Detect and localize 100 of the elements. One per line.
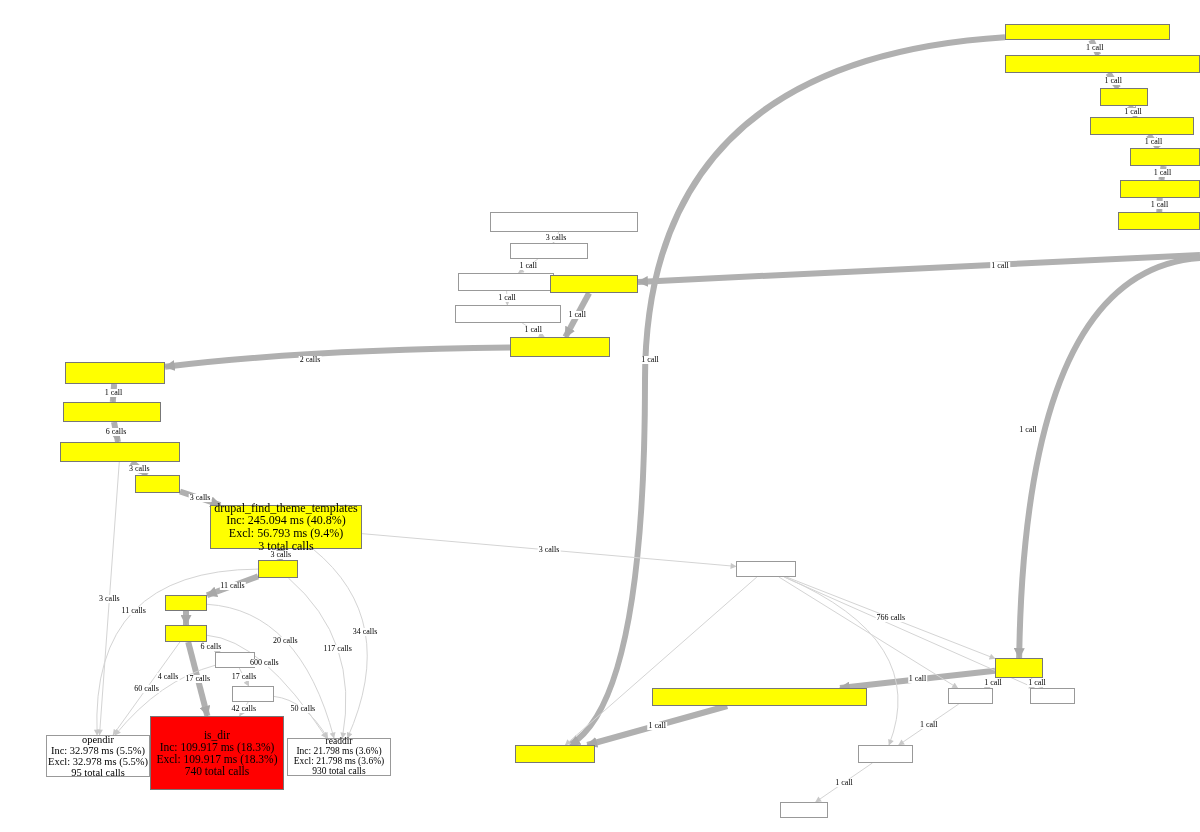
edge-label: 1 call xyxy=(1027,679,1047,687)
edge-label: 3 calls xyxy=(269,550,293,559)
call-stat: Inc: 245.094 ms (40.8%) xyxy=(226,514,346,527)
function-box xyxy=(135,475,180,493)
call-arrow xyxy=(636,252,1200,287)
call-stat: Inc: 32.978 ms (5.5%) xyxy=(50,745,146,756)
call-arrow xyxy=(163,344,511,372)
call-arrow xyxy=(112,641,181,736)
edge-label: 1 call xyxy=(983,679,1003,687)
call-stat: Excl: 56.793 ms (9.4%) xyxy=(228,527,344,540)
function-box xyxy=(458,273,554,291)
call-stat: Inc: 21.798 ms (3.6%) xyxy=(296,747,382,757)
function-box xyxy=(232,686,274,702)
function-name: drupal_find_theme_templates xyxy=(214,501,358,515)
edge-label: 117 calls xyxy=(322,645,353,653)
edge-label: 3 calls xyxy=(544,233,568,242)
function-box xyxy=(1005,55,1200,73)
edge-label: 1 call xyxy=(834,778,854,787)
function-box xyxy=(1118,212,1200,230)
function-box xyxy=(1100,88,1148,106)
edge-label: 11 calls xyxy=(120,607,147,615)
call-arrow xyxy=(180,611,192,627)
edge-label: 1 call xyxy=(647,721,667,730)
function-box xyxy=(165,625,207,642)
function-box xyxy=(258,560,298,578)
edge-label: 34 calls xyxy=(351,627,379,636)
edge-label: 1 call xyxy=(990,262,1010,270)
call-arrow xyxy=(784,576,899,746)
function-box xyxy=(1090,117,1194,135)
edge-label: 2 calls xyxy=(298,356,322,364)
edge-label: 4 calls xyxy=(156,673,180,681)
function-box xyxy=(510,243,588,259)
call-arrow xyxy=(312,548,368,739)
function-box xyxy=(515,745,595,763)
edge-label: 1 call xyxy=(523,326,543,334)
edge-label: 1 call xyxy=(1143,137,1164,146)
function-node xyxy=(150,716,284,790)
edge-label: 3 calls xyxy=(98,594,121,603)
function-name: readdir xyxy=(325,737,353,747)
edge-label: 766 calls xyxy=(875,613,907,622)
call-arrow xyxy=(96,461,120,736)
function-box xyxy=(995,658,1043,678)
call-arrow xyxy=(206,634,327,739)
function-box xyxy=(652,688,867,706)
function-box xyxy=(1120,180,1200,198)
call-arrow xyxy=(205,573,260,599)
call-arrow xyxy=(562,291,592,339)
function-box xyxy=(780,802,828,818)
function-node xyxy=(46,735,150,777)
edge-label: 1 call xyxy=(1103,76,1123,85)
edge-label: 1 call xyxy=(640,356,660,364)
call-arrow xyxy=(110,421,122,444)
function-box xyxy=(455,305,561,323)
edge-label: 1 call xyxy=(918,720,939,729)
call-arrow xyxy=(185,641,211,718)
edge-label: 1 call xyxy=(907,675,928,684)
edge-label: 1 call xyxy=(1149,201,1170,209)
function-name: is_dir xyxy=(203,728,231,741)
call-stat: 95 total calls xyxy=(71,767,125,779)
edge-label: 20 calls xyxy=(271,636,299,645)
edge-label: 6 calls xyxy=(199,643,223,651)
function-box xyxy=(1030,688,1075,704)
function-box xyxy=(1005,24,1170,40)
call-arrow xyxy=(206,603,336,739)
call-arrow xyxy=(815,762,873,803)
edge-label: 17 calls xyxy=(230,673,258,681)
call-arrow xyxy=(114,664,216,736)
edge-label: 17 calls xyxy=(184,675,212,683)
function-box xyxy=(165,595,207,611)
edge-label: 1 call xyxy=(103,389,124,397)
edge-label: 6 calls xyxy=(104,428,128,436)
edge-label: 3 calls xyxy=(188,494,212,503)
function-box xyxy=(1130,148,1200,166)
call-arrow xyxy=(179,488,222,508)
edge-label: 3 calls xyxy=(128,464,151,473)
function-box xyxy=(60,442,180,462)
edge-label: 1 call xyxy=(1152,169,1173,177)
function-box xyxy=(858,745,913,763)
edge-label: 50 calls xyxy=(289,704,317,713)
call-arrow xyxy=(1014,255,1200,660)
call-stat: Inc: 109.917 ms (18.3%) xyxy=(159,740,275,753)
edge-label: 1 call xyxy=(497,294,517,302)
call-arrow xyxy=(785,576,996,660)
call-arrow xyxy=(108,383,119,404)
edge-label: 42 calls xyxy=(230,705,258,713)
edge-label: 600 calls xyxy=(249,659,280,668)
call-arrow xyxy=(564,576,758,746)
edge-label: 11 calls xyxy=(219,581,246,590)
function-box xyxy=(736,561,796,577)
call-arrow xyxy=(778,576,959,689)
call-stat: Excl: 21.798 ms (3.6%) xyxy=(293,757,385,767)
call-stat: 930 total calls xyxy=(312,766,366,777)
function-box xyxy=(550,275,638,293)
call-arrow xyxy=(94,568,259,736)
edge-label: 60 calls xyxy=(133,684,160,693)
call-arrow xyxy=(783,576,1035,689)
edge-label: 1 call xyxy=(1123,107,1143,116)
call-arrow xyxy=(287,577,347,739)
function-node xyxy=(287,738,391,776)
call-stat: Excl: 32.978 ms (5.5%) xyxy=(48,756,148,767)
